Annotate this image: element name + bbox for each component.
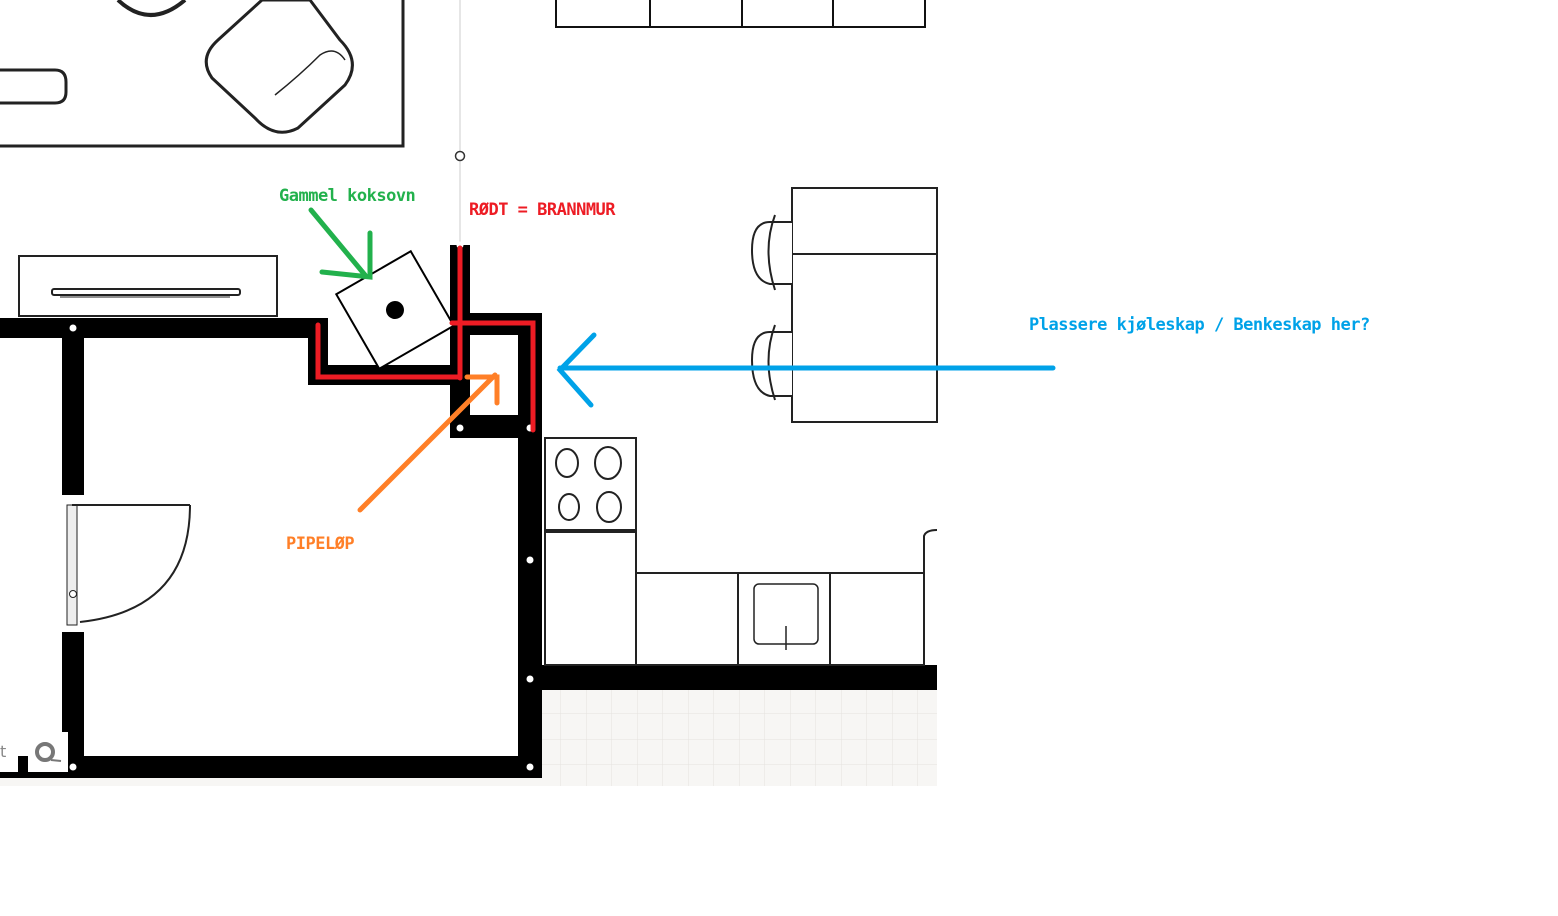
question-label: Plassere kjøleskap / Benkeskap her? <box>1029 315 1370 335</box>
door <box>66 504 191 626</box>
guide-handle[interactable] <box>454 150 466 162</box>
firewall-label: RØDT = BRANNMUR <box>469 200 616 220</box>
stove-label: Gammel koksovn <box>279 186 416 206</box>
kitchen-counters <box>544 437 938 666</box>
search-icon <box>35 742 62 762</box>
search-input-fragment[interactable]: t <box>0 732 18 772</box>
blue-arrow <box>556 332 1056 408</box>
firewall-marking <box>315 245 536 433</box>
wall-joints <box>69 241 534 771</box>
search-button[interactable] <box>28 732 68 772</box>
dining-table <box>750 187 938 423</box>
living-room-furniture <box>0 0 405 148</box>
green-arrow <box>308 207 373 280</box>
chimney-label: PIPELØP <box>286 534 355 554</box>
coke-stove <box>334 249 456 371</box>
orange-arrow <box>357 372 500 513</box>
sideboard <box>18 255 278 317</box>
upper-cabinets <box>555 0 926 28</box>
